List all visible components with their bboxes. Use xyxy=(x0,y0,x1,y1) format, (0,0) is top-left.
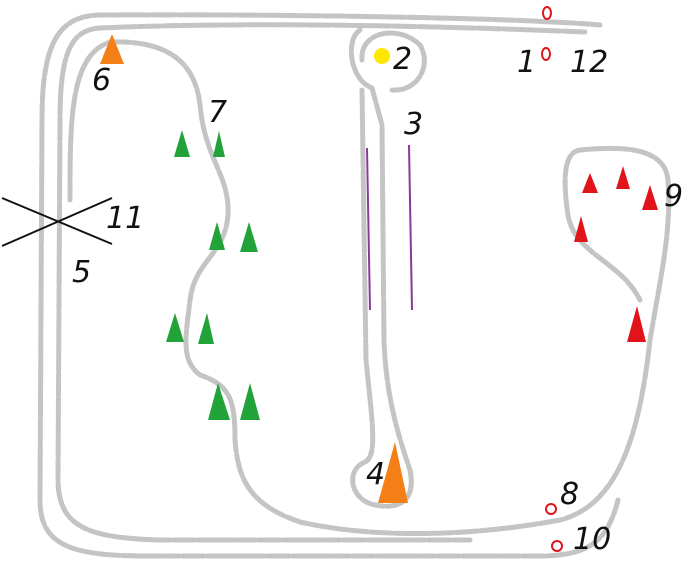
purple-barrier-right xyxy=(408,144,413,311)
green-cone-icon xyxy=(240,222,258,252)
orange-cone-icon xyxy=(378,442,408,503)
label-station-12: 12 xyxy=(570,45,609,80)
cross-icon xyxy=(1,197,113,247)
green-cone-icon xyxy=(240,383,260,420)
label-station-11: 11 xyxy=(106,201,145,236)
green-cone-icon xyxy=(166,313,184,342)
label-station-9: 9 xyxy=(664,179,684,214)
label-station-4: 4 xyxy=(366,457,386,492)
red-cone-icon xyxy=(627,306,646,342)
green-cone-icon xyxy=(213,131,225,157)
label-station-2: 2 xyxy=(393,42,413,77)
green-cone-icon xyxy=(208,383,230,420)
green-cone-icon xyxy=(209,222,225,250)
orange-cone-icon xyxy=(100,34,124,64)
red-cone-icon xyxy=(574,216,588,242)
red-cone-icon xyxy=(616,166,630,189)
green-cone-icon xyxy=(198,313,214,344)
red-cone-icon xyxy=(582,173,598,193)
label-station-10: 10 xyxy=(573,522,612,557)
label-station-3: 3 xyxy=(404,107,424,142)
track-top-bulb xyxy=(359,30,427,93)
green-cone-icon xyxy=(174,130,190,157)
label-station-5: 5 xyxy=(72,255,92,290)
track-outer-strand xyxy=(55,22,588,543)
track-center-column xyxy=(348,27,414,509)
purple-barrier-left xyxy=(366,147,371,311)
red-ring-icon xyxy=(545,503,557,515)
red-ring-icon xyxy=(542,6,552,20)
track-outer-loop xyxy=(37,12,621,559)
red-cone-icon xyxy=(642,185,658,210)
red-ring-icon xyxy=(541,47,551,61)
label-station-1: 1 xyxy=(517,45,537,80)
track-inner-loop xyxy=(67,39,672,536)
yellow-dot-icon xyxy=(374,48,390,64)
red-ring-icon xyxy=(551,540,563,552)
label-station-6: 6 xyxy=(92,63,112,98)
label-station-8: 8 xyxy=(560,477,580,512)
label-station-7: 7 xyxy=(208,95,228,130)
